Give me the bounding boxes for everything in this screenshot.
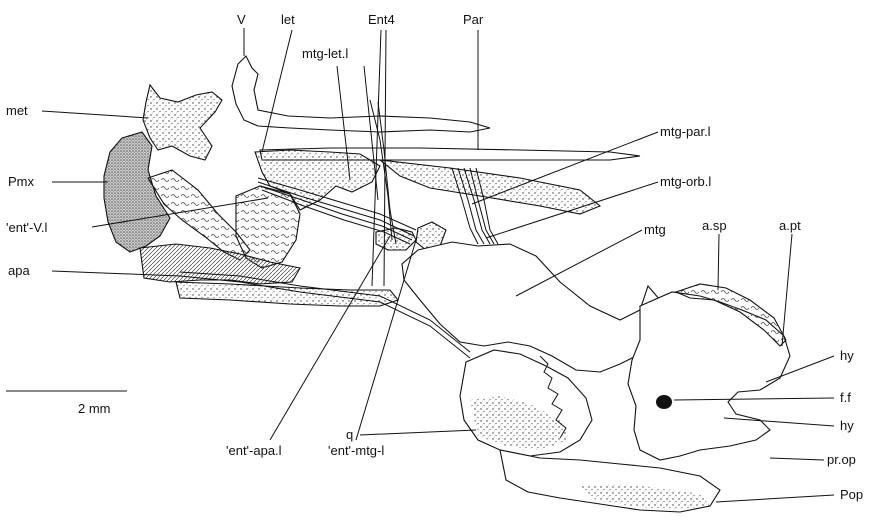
vomer-bone bbox=[232, 56, 490, 132]
label-f-f: f.f bbox=[840, 390, 851, 405]
label-a-sp: a.sp bbox=[702, 218, 727, 233]
label-V: V bbox=[237, 12, 246, 27]
label-mtg-orb-l: mtg-orb.l bbox=[660, 174, 711, 189]
label-ent-apa-l: 'ent'-apa.l bbox=[226, 443, 282, 458]
label-pr-op: pr.op bbox=[827, 452, 856, 467]
label-mtg: mtg bbox=[644, 222, 666, 237]
orbital-bone bbox=[380, 160, 600, 214]
label-mtg-par-l: mtg-par.l bbox=[660, 124, 711, 139]
label-pop: Pop bbox=[840, 487, 863, 502]
scale-bar-label: 2 mm bbox=[78, 401, 111, 416]
label-let: let bbox=[281, 12, 295, 27]
mesethmoid-bone bbox=[143, 85, 222, 160]
label-apa: apa bbox=[8, 263, 30, 278]
label-ent-v-l: 'ent'-V.l bbox=[6, 220, 47, 235]
label-met: met bbox=[6, 103, 28, 118]
label-q: q bbox=[346, 427, 353, 442]
label-ent4: Ent4 bbox=[368, 12, 395, 27]
label-ent-mtg-l: 'ent'-mtg-l bbox=[328, 443, 384, 458]
metapterygoid-bone bbox=[402, 242, 660, 372]
facial-foramen bbox=[656, 395, 672, 409]
label-hy-upper: hy bbox=[840, 348, 854, 363]
label-hy-lower: hy bbox=[840, 418, 854, 433]
label-pmx: Pmx bbox=[8, 174, 35, 189]
label-mtg-let-l: mtg-let.l bbox=[302, 46, 348, 61]
label-par: Par bbox=[463, 12, 484, 27]
label-a-pt: a.pt bbox=[779, 218, 801, 233]
